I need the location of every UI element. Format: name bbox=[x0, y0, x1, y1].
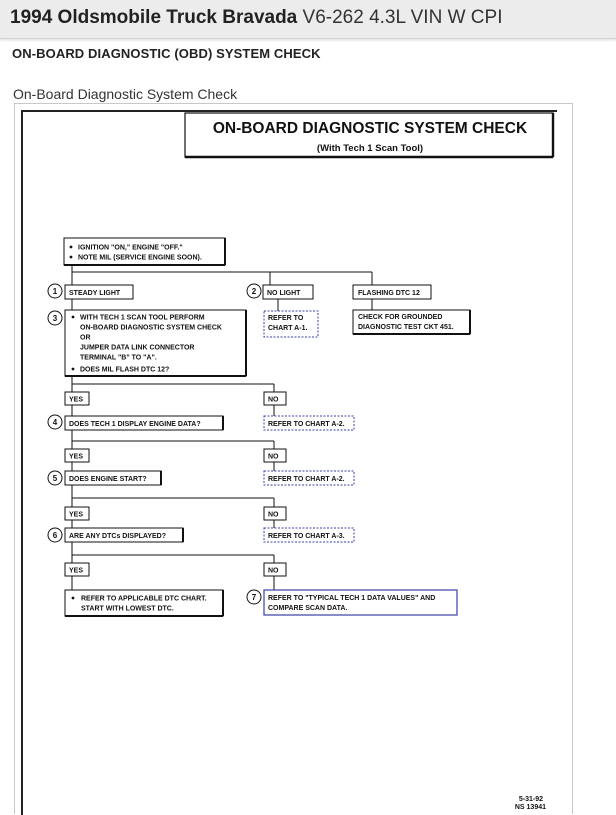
yes-label-3: YES bbox=[69, 512, 83, 519]
figure-caption: On-Board Diagnostic System Check bbox=[13, 86, 238, 102]
step-5-text: DOES ENGINE START? bbox=[69, 476, 147, 483]
yes-no-row-3: YES NO bbox=[64, 506, 287, 521]
step-2: 2 NO LIGHT bbox=[246, 283, 314, 300]
vehicle-model: 1994 Oldsmobile Truck Bravada bbox=[10, 7, 298, 28]
step-3-number: 3 bbox=[53, 314, 58, 323]
flashing-box: FLASHING DTC 12 bbox=[352, 284, 432, 300]
yes-label-2: YES bbox=[69, 454, 83, 461]
connectors-step3 bbox=[71, 376, 275, 416]
check-grounded-line-1: CHECK FOR GROUNDED bbox=[358, 314, 442, 321]
step-7-number: 7 bbox=[252, 593, 257, 602]
connectors-step4 bbox=[71, 430, 275, 471]
no-label-2: NO bbox=[268, 454, 279, 461]
step-1: 1 STEADY LIGHT bbox=[47, 283, 134, 300]
step-5: 5 DOES ENGINE START? REFER TO CHART A-2. bbox=[47, 470, 355, 486]
steady-light-label: STEADY LIGHT bbox=[69, 290, 121, 297]
step-3-line-3: OR bbox=[80, 335, 91, 342]
step-3-line-1: WITH TECH 1 SCAN TOOL PERFORM bbox=[80, 315, 205, 322]
start-line-2: NOTE MIL (SERVICE ENGINE SOON). bbox=[78, 255, 202, 262]
check-grounded-box: CHECK FOR GROUNDED DIAGNOSTIC TEST CKT 4… bbox=[352, 309, 471, 335]
ns-code: NS 13941 bbox=[515, 804, 546, 811]
final-yes-box: REFER TO APPLICABLE DTC CHART. START WIT… bbox=[64, 589, 224, 617]
step-1-number: 1 bbox=[53, 287, 58, 296]
no-label-3: NO bbox=[268, 512, 279, 519]
step-5-number: 5 bbox=[53, 474, 58, 483]
header-bar: 1994 Oldsmobile Truck Bravada V6-262 4.3… bbox=[0, 0, 616, 39]
yes-no-row-1: YES NO bbox=[64, 391, 287, 406]
step-6-text: ARE ANY DTCs DISPLAYED? bbox=[69, 533, 166, 540]
branch-lines bbox=[71, 265, 373, 312]
yes-label-1: YES bbox=[69, 397, 83, 404]
refer-a2-label-1: REFER TO CHART A-2. bbox=[268, 421, 345, 428]
check-grounded-line-2: DIAGNOSTIC TEST CKT 451. bbox=[358, 324, 454, 331]
step-4: 4 DOES TECH 1 DISPLAY ENGINE DATA? REFER… bbox=[47, 414, 355, 431]
flashing-label: FLASHING DTC 12 bbox=[358, 290, 420, 297]
yes-no-row-4: YES NO bbox=[64, 562, 287, 577]
step-3-line-4: JUMPER DATA LINK CONNECTOR bbox=[80, 345, 194, 352]
start-line-1: IGNITION "ON," ENGINE "OFF." bbox=[78, 245, 183, 252]
yes-no-row-2: YES NO bbox=[64, 448, 287, 463]
figure-border bbox=[21, 110, 557, 815]
yes-label-4: YES bbox=[69, 568, 83, 575]
chart-title-box: ON-BOARD DIAGNOSTIC SYSTEM CHECK (With T… bbox=[184, 112, 555, 159]
start-box: IGNITION "ON," ENGINE "OFF." NOTE MIL (S… bbox=[63, 237, 226, 266]
connectors-step5 bbox=[71, 485, 275, 528]
step-7: 7 REFER TO "TYPICAL TECH 1 DATA VALUES" … bbox=[246, 589, 458, 616]
step-3: 3 WITH TECH 1 SCAN TOOL PERFORM ON-BOARD… bbox=[47, 309, 247, 377]
step-3-line-5: TERMINAL "B" TO "A". bbox=[80, 355, 157, 362]
step-4-number: 4 bbox=[53, 418, 58, 427]
step-2-number: 2 bbox=[252, 287, 257, 296]
figure-frame[interactable] bbox=[14, 103, 573, 814]
final-no-line-2: COMPARE SCAN DATA. bbox=[268, 605, 347, 612]
refer-a1-line-2: CHART A-1. bbox=[268, 325, 307, 332]
step-3-line-2: ON-BOARD DIAGNOSTIC SYSTEM CHECK bbox=[80, 325, 222, 332]
refer-a3-label: REFER TO CHART A-3. bbox=[268, 533, 345, 540]
section-heading: ON-BOARD DIAGNOSTIC (OBD) SYSTEM CHECK bbox=[12, 46, 321, 61]
final-yes-line-1: REFER TO APPLICABLE DTC CHART. bbox=[81, 596, 207, 603]
step-6: 6 ARE ANY DTCs DISPLAYED? REFER TO CHART… bbox=[47, 527, 355, 543]
no-light-label: NO LIGHT bbox=[267, 290, 301, 297]
refer-a1-line-1: REFER TO bbox=[268, 315, 304, 322]
no-label-4: NO bbox=[268, 568, 279, 575]
connectors-step6 bbox=[71, 542, 275, 590]
refer-chart-a1: REFER TO CHART A-1. bbox=[263, 310, 319, 338]
engine-spec: V6-262 4.3L VIN W CPI bbox=[302, 7, 503, 28]
step-3-line-6: DOES MIL FLASH DTC 12? bbox=[80, 367, 169, 374]
page-title: 1994 Oldsmobile Truck Bravada V6-262 4.3… bbox=[10, 7, 502, 29]
step-6-number: 6 bbox=[53, 531, 58, 540]
final-no-line-1: REFER TO "TYPICAL TECH 1 DATA VALUES" AN… bbox=[268, 595, 435, 602]
no-label-1: NO bbox=[268, 397, 279, 404]
final-yes-line-2: START WITH LOWEST DTC. bbox=[81, 606, 174, 613]
chart-subtitle: (With Tech 1 Scan Tool) bbox=[317, 143, 423, 154]
chart-title: ON-BOARD DIAGNOSTIC SYSTEM CHECK bbox=[213, 120, 528, 137]
step-4-text: DOES TECH 1 DISPLAY ENGINE DATA? bbox=[69, 421, 201, 428]
refer-a2-label-2: REFER TO CHART A-2. bbox=[268, 476, 345, 483]
date-code: 5-31-92 bbox=[519, 796, 543, 803]
